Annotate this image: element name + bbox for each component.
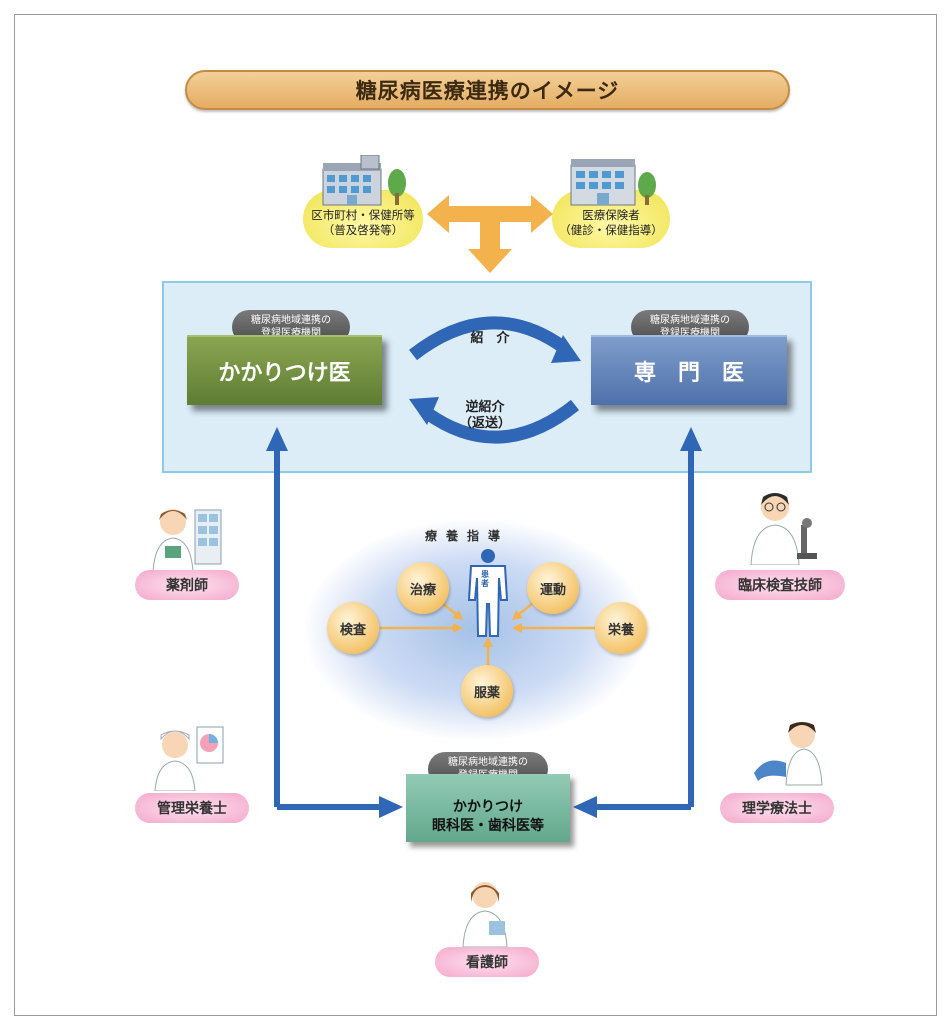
patient-label: 患者 <box>481 570 489 588</box>
role-dietitian: 管理栄養士 <box>135 793 249 823</box>
specialist-label: 専 門 医 <box>633 361 744 386</box>
municipality-building-icon <box>322 155 406 206</box>
referral-label: 紹 介 <box>470 331 510 346</box>
care-arrows <box>380 598 595 665</box>
care-item-exercise-label: 運動 <box>539 582 566 598</box>
specialist-badge-line1: 糖尿病地域連携の <box>650 315 730 326</box>
specialist-badge-line2: 登録医療機関 <box>660 328 720 339</box>
care-item-medication-label: 服薬 <box>473 685 500 701</box>
care-item-nutrition-label: 栄養 <box>607 622 634 638</box>
orange-t-arrow <box>427 195 553 273</box>
care-item-treatment-label: 治療 <box>409 582 436 598</box>
role-nurse: 看護師 <box>435 947 539 977</box>
pharmacist-illustration <box>152 509 222 572</box>
bottom-badge-line1: 糖尿病地域連携の <box>448 757 528 768</box>
physical-therapist-illustration <box>754 722 823 786</box>
care-item-medication: 服薬 <box>461 665 513 717</box>
care-item-exercise: 運動 <box>527 562 579 614</box>
care-guidance-title: 療養指導 <box>425 529 510 543</box>
care-item-treatment: 治療 <box>397 562 449 614</box>
specialist-box: 専 門 医 <box>591 335 787 405</box>
dietitian-illustration <box>154 726 224 791</box>
referral-arrows <box>409 316 581 444</box>
nurse-illustration <box>462 882 508 947</box>
role-physical-therapist: 理学療法士 <box>720 793 834 823</box>
primary-badge-line2: 登録医療機関 <box>261 328 321 339</box>
lab-technician-illustration <box>750 493 817 565</box>
patient-figure-icon <box>467 549 509 637</box>
reverse-referral-label: 逆紹介 （返送） <box>450 400 520 432</box>
municipality-line2: （普及啓発等） <box>322 223 404 237</box>
title-banner: 糖尿病医療連携のイメージ <box>185 70 790 110</box>
care-item-nutrition: 栄養 <box>595 602 647 654</box>
ophthalmology-dental-box: かかりつけ 眼科医・歯科医等 <box>406 774 570 842</box>
insurer-line1: 医療保険者 <box>582 208 640 222</box>
primary-doctor-label: かかりつけ医 <box>218 361 351 386</box>
role-pharmacist: 薬剤師 <box>135 570 239 600</box>
bottom-box-line1: かかりつけ <box>452 799 524 815</box>
insurer-building-icon <box>570 159 656 206</box>
insurer-line2: （健診・保健指導） <box>559 223 663 237</box>
insurer-label: 医療保険者 （健診・保健指導） <box>552 208 670 238</box>
primary-badge-line1: 糖尿病地域連携の <box>251 315 331 326</box>
primary-doctor-box: かかりつけ医 <box>187 335 382 405</box>
reverse-referral-line1: 逆紹介 <box>465 400 505 415</box>
municipality-line1: 区市町村・保健所等 <box>311 208 415 222</box>
diagram-title: 糖尿病医療連携のイメージ <box>355 79 620 103</box>
diagram-frame: 糖尿病医療連携のイメージ 区市町村・保健所等 （普及啓発等） 医療保険者 （健診… <box>14 14 937 1016</box>
bottom-box-line2: 眼科医・歯科医等 <box>432 818 544 834</box>
care-item-exam-label: 検査 <box>339 622 366 638</box>
care-item-exam: 検査 <box>327 602 379 654</box>
connection-arrows <box>266 427 702 818</box>
reverse-referral-line2: （返送） <box>458 416 511 431</box>
role-lab-technician: 臨床検査技師 <box>715 570 845 600</box>
municipality-label: 区市町村・保健所等 （普及啓発等） <box>303 208 423 238</box>
